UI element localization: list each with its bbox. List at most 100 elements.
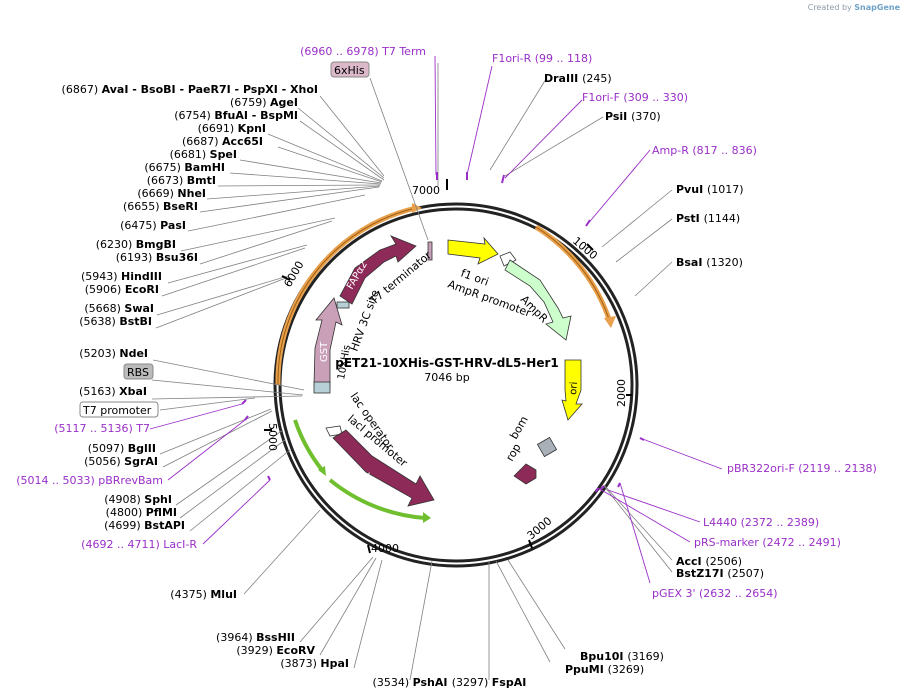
site-label-ecori: (5906) EcoRI bbox=[85, 283, 159, 296]
bom-feature bbox=[536, 436, 558, 458]
site-position: (4699) bbox=[104, 519, 144, 532]
site-position: (6681) bbox=[170, 148, 210, 161]
f1-ori-feature bbox=[447, 236, 499, 265]
site-label-psii: PsiI (370) bbox=[605, 110, 661, 123]
site-enzyme: PflMI bbox=[146, 506, 177, 519]
site-label-avai: (6867) AvaI - BsoBI - PaeR7I - PspXI - X… bbox=[62, 83, 318, 96]
site-position: (3534) bbox=[373, 676, 413, 689]
site-label-bmti: (6673) BmtI bbox=[147, 174, 216, 187]
site-position: (3873) bbox=[280, 657, 320, 670]
primer-label-f1ori-f: F1ori-F (309 .. 330) bbox=[582, 91, 688, 104]
site-position: (3964) bbox=[216, 631, 256, 644]
site-position: (370) bbox=[631, 110, 661, 123]
site-label-fspai: (3297) FspAI bbox=[452, 676, 527, 689]
site-position: (3169) bbox=[627, 650, 664, 663]
site-label-bstapi: (4699) BstAPI bbox=[104, 519, 185, 532]
site-label-bglii: (5097) BglII bbox=[88, 442, 156, 455]
site-label-mlui: (4375) MluI bbox=[170, 588, 237, 601]
site-enzyme: Bpu10I bbox=[580, 650, 627, 663]
restriction-site-labels: (6867) AvaI - BsoBI - PaeR7I - PspXI - X… bbox=[62, 72, 764, 689]
site-position: (6759) bbox=[230, 96, 270, 109]
site-position: (1144) bbox=[704, 212, 741, 225]
site-position: (5203) bbox=[79, 347, 119, 360]
site-label-bseri: (6655) BseRI bbox=[123, 200, 198, 213]
site-enzyme: XbaI bbox=[119, 385, 147, 398]
site-position: (5668) bbox=[84, 302, 124, 315]
ticks bbox=[264, 179, 632, 554]
site-label-psti: PstI (1144) bbox=[676, 212, 740, 225]
site-enzyme: FspAI bbox=[492, 676, 527, 689]
site-enzyme: SwaI bbox=[124, 302, 154, 315]
feature-label-rop: rop bbox=[503, 441, 523, 463]
site-enzyme: BamHI bbox=[184, 161, 225, 174]
site-position: (2506) bbox=[705, 555, 742, 568]
site-enzyme: AccI bbox=[676, 555, 705, 568]
leader-lines bbox=[151, 63, 673, 681]
site-label-ndei: (5203) NdeI bbox=[79, 347, 148, 360]
tick-label-2000: 2000 bbox=[615, 379, 628, 407]
site-position: (5163) bbox=[79, 385, 119, 398]
rbs-label: RBS bbox=[127, 366, 149, 379]
site-enzyme: BmtI bbox=[187, 174, 216, 187]
site-enzyme: EcoRI bbox=[125, 283, 159, 296]
site-position: (1017) bbox=[707, 183, 744, 196]
primer-marks bbox=[241, 172, 645, 493]
site-label-pshai: (3534) PshAI bbox=[373, 676, 448, 689]
site-position: (5943) bbox=[81, 270, 121, 283]
orf-arrow-right bbox=[604, 316, 616, 328]
tick-label-5000: 5000 bbox=[266, 423, 279, 451]
site-position: (5056) bbox=[84, 455, 124, 468]
6xhis-box bbox=[330, 61, 370, 78]
site-enzyme: BfuAI - BspMI bbox=[214, 109, 298, 122]
orf-arc-right-line bbox=[535, 226, 611, 323]
primer-label-l4440: L4440 (2372 .. 2389) bbox=[703, 516, 819, 529]
site-label-bpu10i: Bpu10I (3169) bbox=[580, 650, 664, 663]
site-label-draiii: DraIII (245) bbox=[544, 72, 612, 85]
lac-orf-arc-1 bbox=[293, 419, 324, 472]
site-position: (6230) bbox=[96, 238, 136, 251]
site-enzyme: Bsu36I bbox=[156, 251, 198, 264]
tick-label-7000: 7000 bbox=[412, 184, 440, 197]
credit-prefix: Created by bbox=[807, 3, 852, 12]
site-label-kpni: (6691) KpnI bbox=[198, 122, 266, 135]
hrv-feature bbox=[336, 301, 350, 309]
site-label-pasi: (6475) PasI bbox=[120, 219, 186, 232]
site-position: (4375) bbox=[170, 588, 210, 601]
fap-feature bbox=[339, 235, 417, 305]
primer-label-laci-r: (4692 .. 4711) LacI-R bbox=[81, 538, 197, 551]
site-position: (2507) bbox=[727, 567, 764, 580]
site-label-swai: (5668) SwaI bbox=[84, 302, 154, 315]
site-position: (3297) bbox=[452, 676, 492, 689]
site-position: (4800) bbox=[106, 506, 146, 519]
site-label-ppumi: PpuMI (3269) bbox=[565, 663, 644, 676]
primer-label-amp-r: Amp-R (817 .. 836) bbox=[652, 144, 757, 157]
site-enzyme: PsiI bbox=[605, 110, 631, 123]
site-position: (3269) bbox=[608, 663, 645, 676]
site-label-bmgbi: (6230) BmgBI bbox=[96, 238, 176, 251]
site-position: (6673) bbox=[147, 174, 187, 187]
feature-label-gst: GST bbox=[319, 341, 330, 362]
site-enzyme: AvaI - BsoBI - PaeR7I - PspXI - XhoI bbox=[102, 83, 318, 96]
primer-label-t7-term: (6960 .. 6978) T7 Term bbox=[300, 45, 426, 58]
site-label-bstz17i: BstZ17I (2507) bbox=[676, 567, 764, 580]
site-enzyme: NdeI bbox=[119, 347, 148, 360]
rop-feature bbox=[513, 463, 537, 485]
site-enzyme: MluI bbox=[210, 588, 237, 601]
site-label-xbai: (5163) XbaI bbox=[79, 385, 147, 398]
site-enzyme: KpnI bbox=[238, 122, 266, 135]
site-label-bsshii: (3964) BssHII bbox=[216, 631, 295, 644]
site-enzyme: EcoRV bbox=[276, 644, 315, 657]
site-position: (6691) bbox=[198, 122, 238, 135]
ampr-promoter-feature bbox=[499, 251, 517, 267]
feature-label-ori: ori bbox=[568, 381, 580, 395]
snapgene-credit: Created by SnapGene bbox=[808, 3, 900, 12]
primer-label-t7: (5117 .. 5136) T7 bbox=[54, 422, 150, 435]
lac-orf-arrow-2 bbox=[423, 512, 431, 523]
site-enzyme: AgeI bbox=[270, 96, 298, 109]
primer-label-pbrrevbam: (5014 .. 5033) pBRrevBam bbox=[16, 474, 163, 487]
primer-leader-lines bbox=[149, 55, 723, 584]
site-enzyme: PasI bbox=[160, 219, 186, 232]
backbone-outer bbox=[273, 202, 639, 568]
site-label-sgrai: (5056) SgrAI bbox=[84, 455, 158, 468]
